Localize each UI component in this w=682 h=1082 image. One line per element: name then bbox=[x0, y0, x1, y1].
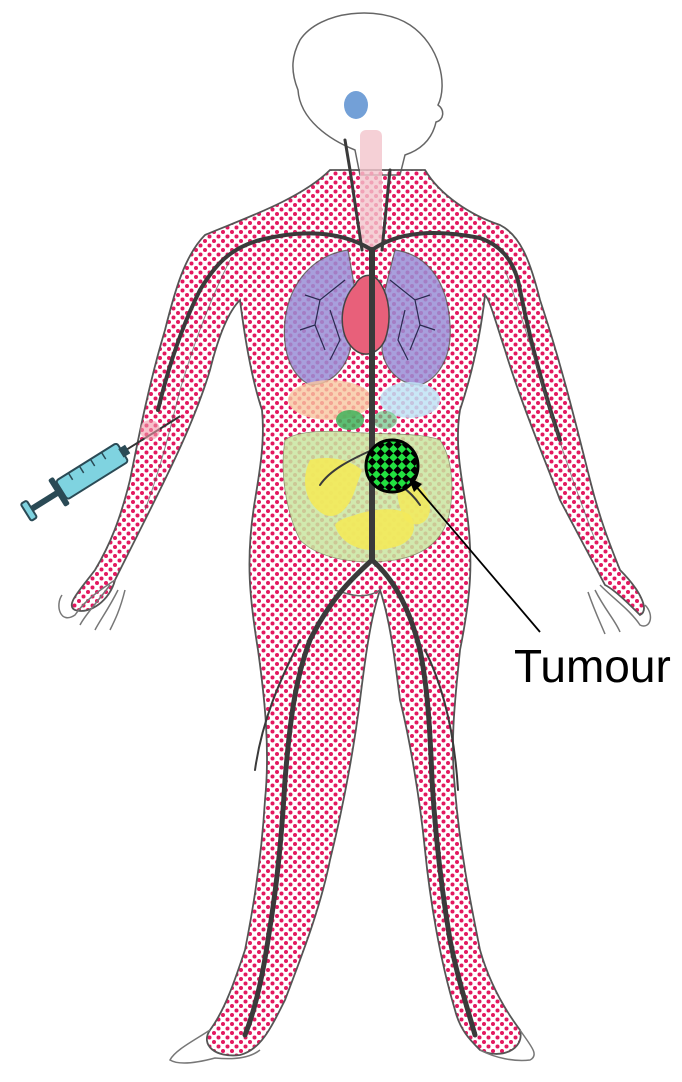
brain-region bbox=[344, 91, 368, 119]
gallbladder-region bbox=[336, 410, 364, 430]
pancreas-region bbox=[373, 411, 397, 429]
trachea bbox=[360, 130, 382, 250]
injection-site bbox=[140, 420, 160, 440]
tumour-label: Tumour bbox=[514, 640, 671, 692]
tumour-marker bbox=[365, 439, 419, 493]
